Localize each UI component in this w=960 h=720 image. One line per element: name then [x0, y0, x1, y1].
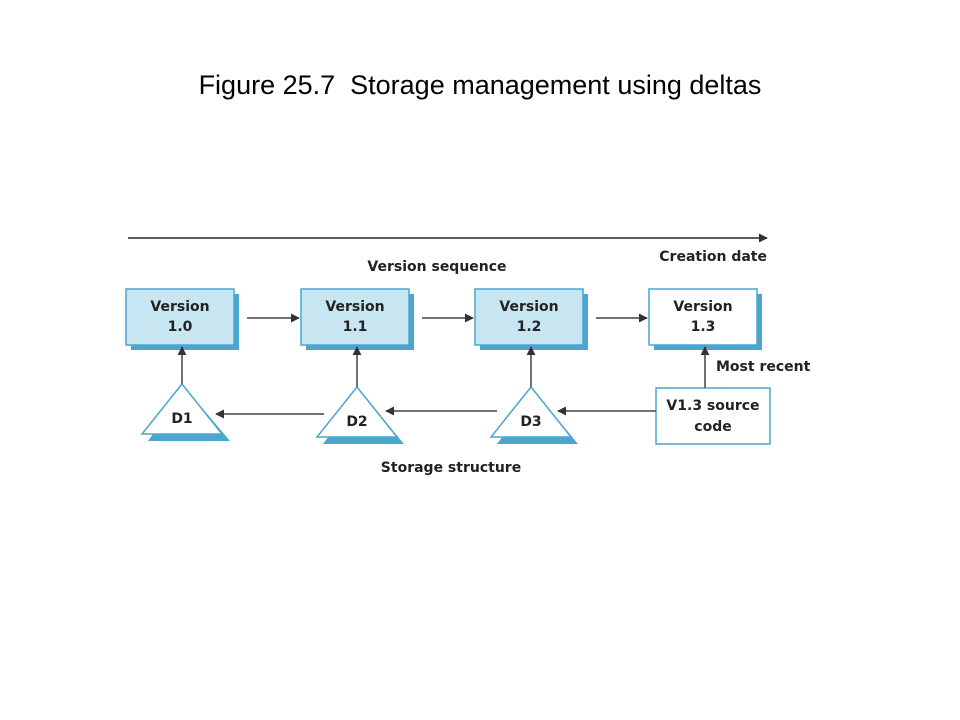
version-box-1-1: Version 1.1	[300, 288, 414, 350]
version-box-1-2: Version 1.2	[474, 288, 588, 350]
version-1-0-line2: 1.0	[168, 319, 193, 335]
version-sequence-label: Version sequence	[367, 259, 506, 275]
version-1-1-line2: 1.1	[343, 319, 368, 335]
version-1-3-line2: 1.3	[691, 319, 716, 335]
version-1-3-line1: Version	[673, 299, 732, 315]
source-code-box: V1.3 source code	[655, 387, 771, 445]
version-box-1-0: Version 1.0	[125, 288, 239, 350]
version-box-1-3: Version 1.3	[648, 288, 762, 350]
version-1-0-line1: Version	[150, 299, 209, 315]
version-1-2-line1: Version	[499, 299, 558, 315]
slide-title: Figure 25.7 Storage management using del…	[198, 70, 762, 100]
delta-triangle-d1: D1	[140, 382, 230, 441]
version-1-2-line2: 1.2	[517, 319, 542, 335]
creation-date-label: Creation date	[659, 249, 767, 265]
delta-d3-label: D3	[520, 414, 541, 430]
delta-d2-label: D2	[346, 414, 367, 430]
most-recent-label: Most recent	[716, 359, 811, 375]
delta-triangle-d2: D2	[315, 385, 404, 444]
delta-triangle-d3: D3	[489, 385, 578, 444]
storage-structure-label: Storage structure	[381, 460, 521, 476]
source-code-line2: code	[694, 419, 731, 435]
delta-d1-label: D1	[171, 411, 192, 427]
source-code-line1: V1.3 source	[666, 398, 759, 414]
version-1-1-line1: Version	[325, 299, 384, 315]
